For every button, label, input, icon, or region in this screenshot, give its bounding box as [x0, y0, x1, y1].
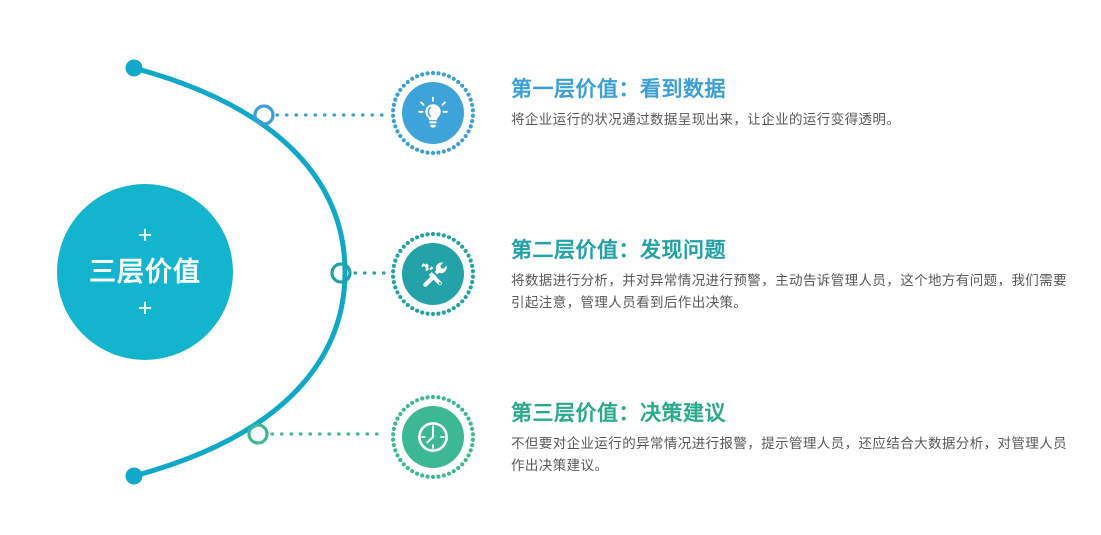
value-item-3: 第三层价值：决策建议 不但要对企业运行的异常情况进行报警，提示管理人员，还应结合…: [0, 384, 1101, 504]
dotted-ring-3: [390, 394, 476, 480]
value-item-2-body: 将数据进行分析，并对异常情况进行预警，主动告诉管理人员，这个地方有问题，我们需要…: [511, 273, 1067, 311]
value-item-3-body: 不但要对企业运行的异常情况进行报警，提示管理人员，还应结合大数据分析，对管理人员…: [511, 436, 1067, 474]
hub-plus-bottom: +: [137, 294, 153, 322]
central-hub-circle: + 三层价值 +: [57, 184, 233, 360]
value-item-2-text: 第二层价值：发现问题 将数据进行分析，并对异常情况进行预警，主动告诉管理人员，这…: [511, 239, 1071, 315]
value-item-2-title: 第二层价值：发现问题: [511, 239, 726, 262]
hammer-wrench-icon: [402, 243, 464, 305]
value-item-2: 第二层价值：发现问题 将数据进行分析，并对异常情况进行预警，主动告诉管理人员，这…: [0, 221, 1101, 341]
value-item-1-body: 将企业运行的状况通过数据呈现出来，让企业的运行变得透明。: [511, 112, 901, 129]
hub-label: 三层价值: [89, 256, 201, 287]
value-item-3-text: 第三层价值：决策建议 不但要对企业运行的异常情况进行报警，提示管理人员，还应结合…: [511, 402, 1071, 478]
icon-badge-1: [388, 68, 478, 158]
value-item-1-text: 第一层价值：看到数据 将企业运行的状况通过数据呈现出来，让企业的运行变得透明。: [511, 78, 1071, 132]
icon-badge-3: [388, 392, 478, 482]
value-item-3-title: 第三层价值：决策建议: [511, 402, 726, 425]
clock-icon: [402, 406, 464, 468]
hub-plus-top: +: [137, 221, 153, 249]
value-item-1: 第一层价值：看到数据 将企业运行的状况通过数据呈现出来，让企业的运行变得透明。: [0, 60, 1101, 180]
value-item-1-title: 第一层价值：看到数据: [511, 78, 726, 101]
icon-badge-2: [388, 229, 478, 319]
lightbulb-icon: [402, 82, 464, 144]
dotted-ring-1: [390, 70, 476, 156]
dotted-ring-2: [390, 231, 476, 317]
